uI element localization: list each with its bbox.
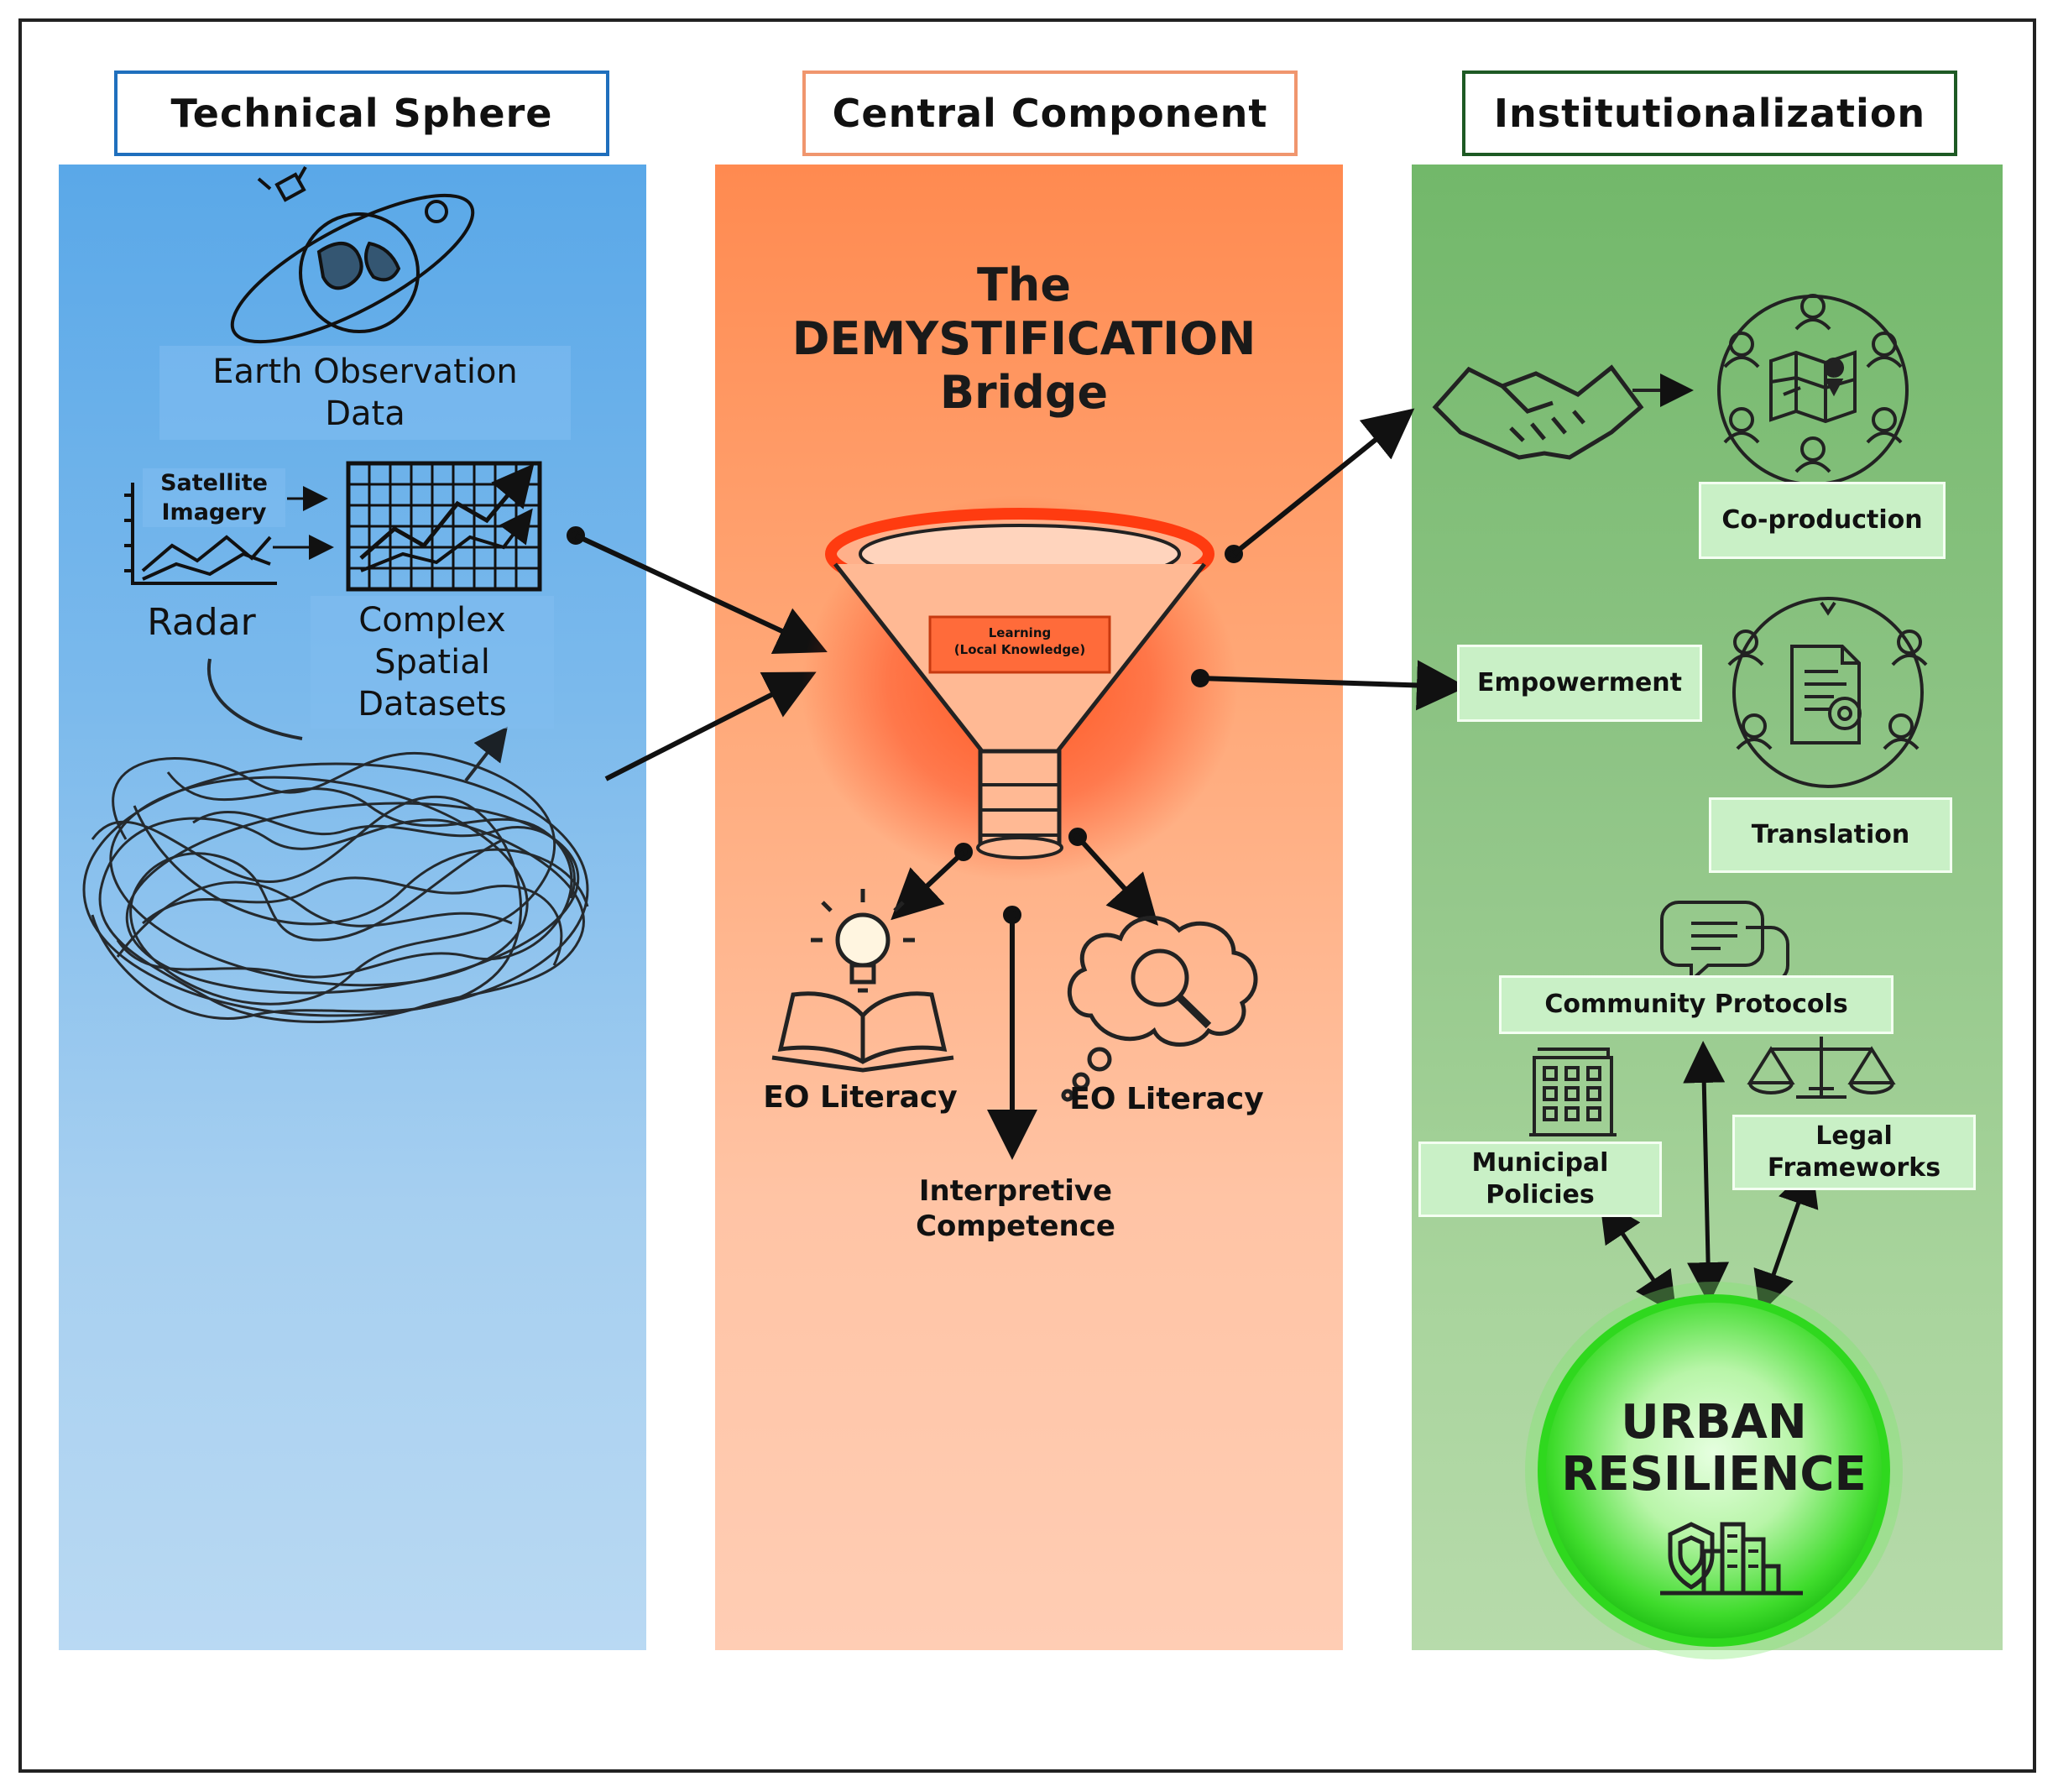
handshake-icon [1432, 364, 1644, 460]
legal-line-1: Legal [1815, 1121, 1893, 1151]
urban-line-2: RESILIENCE [1561, 1447, 1867, 1502]
building-icon [1529, 1048, 1617, 1136]
bar-chart-icon [346, 461, 542, 592]
scales-icon [1747, 1037, 1896, 1099]
satellite-line-2: Imagery [161, 499, 267, 525]
funnel-line-2: (Local Knowledge) [953, 642, 1086, 657]
eo-literacy-left-label: EO Literacy [763, 1080, 958, 1115]
municipal-line-1: Municipal [1471, 1148, 1609, 1178]
funnel-learning-label: Learning (Local Knowledge) [930, 624, 1110, 658]
satellite-line-1: Satellite [160, 470, 268, 496]
funnel-line-1: Learning [988, 625, 1052, 640]
radar-label: Radar [147, 601, 256, 644]
title-line-3: Bridge [939, 366, 1109, 419]
demystification-title: The DEMYSTIFICATION Bridge [755, 259, 1293, 420]
document-gear-icon [1727, 597, 1928, 788]
tangled-data-icon [82, 658, 589, 1023]
satellite-imagery-label: Satellite Imagery [143, 468, 285, 527]
title-line-1: The [977, 259, 1071, 311]
line-chart-icon [124, 483, 277, 585]
header-central-component: Central Component [802, 71, 1298, 156]
interpretive-line-1: Interpretive [918, 1174, 1113, 1208]
book-lightbulb-icon [771, 889, 954, 1073]
central-component-column [715, 165, 1343, 1650]
satellite-orbit-icon [230, 166, 475, 344]
title-line-2: DEMYSTIFICATION [791, 312, 1256, 365]
municipal-line-2: Policies [1486, 1180, 1595, 1209]
translation-box: Translation [1709, 797, 1952, 873]
shield-city-icon [1660, 1522, 1803, 1596]
diagram-frame [18, 18, 2036, 1773]
legal-line-2: Frameworks [1767, 1153, 1941, 1183]
empowerment-box: Empowerment [1457, 645, 1702, 722]
header-institutionalization: Institutionalization [1462, 71, 1957, 156]
community-protocols-box: Community Protocols [1499, 975, 1893, 1034]
municipal-policies-box: Municipal Policies [1418, 1142, 1662, 1217]
header-technical-sphere: Technical Sphere [114, 71, 609, 156]
funnel-icon [802, 495, 1238, 881]
complex-line-2: Spatial [374, 643, 490, 682]
eo-data-line-2: Data [325, 394, 405, 433]
thought-cloud-magnifier-icon [1061, 916, 1258, 1102]
urban-resilience-circle [1525, 1282, 1903, 1659]
complex-line-1: Complex [358, 601, 506, 640]
community-map-icon [1717, 294, 1909, 486]
urban-line-1: URBAN [1621, 1395, 1807, 1450]
eo-data-label: Earth Observation Data [159, 346, 571, 440]
complex-line-3: Datasets [358, 685, 507, 724]
eo-literacy-right-label: EO Literacy [1069, 1082, 1264, 1116]
interpretive-line-2: Competence [916, 1209, 1115, 1243]
legal-frameworks-box: Legal Frameworks [1732, 1115, 1976, 1190]
urban-resilience-label: URBAN RESILIENCE [1554, 1397, 1873, 1501]
funnel-label-box [928, 615, 1111, 674]
interpretive-competence-label: Interpretive Competence [890, 1173, 1141, 1244]
eo-data-line-1: Earth Observation [212, 353, 518, 391]
complex-datasets-label: Complex Spatial Datasets [311, 596, 554, 729]
coproduction-box: Co-production [1699, 482, 1946, 559]
